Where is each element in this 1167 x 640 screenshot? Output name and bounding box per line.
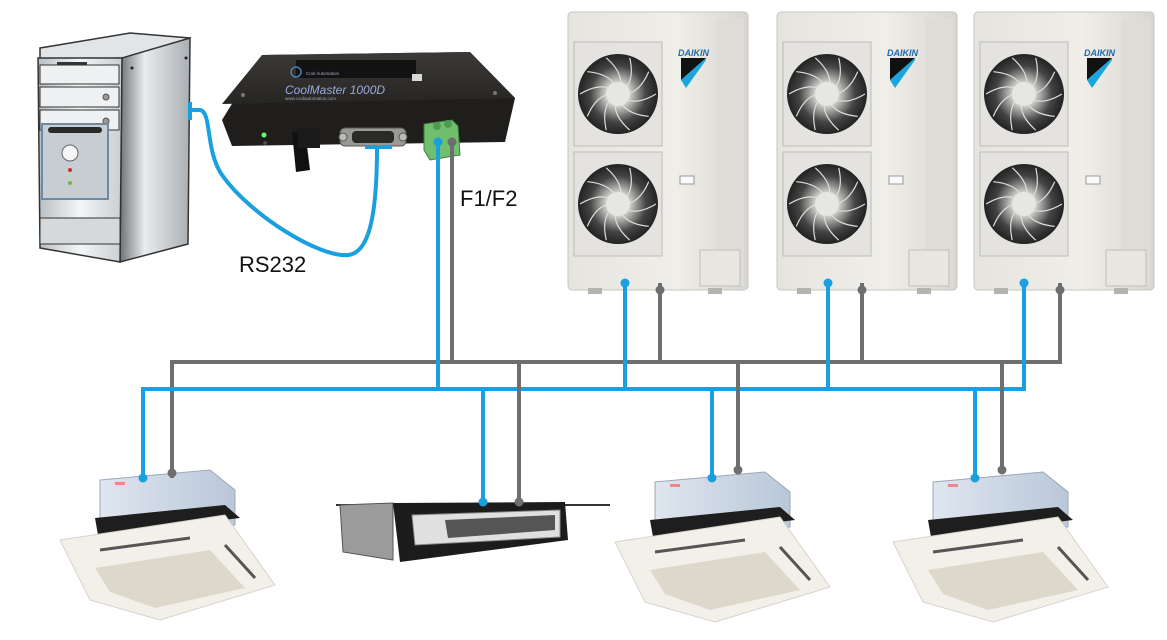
wire-terminal-dot bbox=[857, 285, 867, 295]
daikin-logo: DAIKIN bbox=[1084, 48, 1115, 88]
wire-terminal-dot bbox=[167, 468, 177, 478]
outdoor-unit: DAIKIN bbox=[973, 11, 1155, 294]
wire-terminal-dot bbox=[1019, 278, 1029, 288]
coolmaster-controller: Cool Automation CoolMaster 1000D www.coo… bbox=[222, 52, 515, 172]
outdoor-units: DAIKIN DAIKIN DAIKIN bbox=[567, 11, 1155, 294]
wire-terminal-dot bbox=[970, 473, 980, 483]
daikin-brand-text: DAIKIN bbox=[887, 48, 918, 58]
fan-grille bbox=[782, 151, 872, 257]
wire-terminal-dot bbox=[733, 465, 743, 475]
daikin-brand-text: DAIKIN bbox=[678, 48, 709, 58]
outdoor-unit: DAIKIN bbox=[776, 11, 958, 294]
wire-terminal-dot bbox=[478, 497, 488, 507]
wire-terminal-dot bbox=[997, 465, 1007, 475]
wire-terminal-dot bbox=[655, 285, 665, 295]
handle bbox=[679, 175, 695, 185]
wire-terminal-dot bbox=[620, 278, 630, 288]
service-panel bbox=[1105, 249, 1147, 287]
daikin-brand-text: DAIKIN bbox=[1084, 48, 1115, 58]
controller-brand-small: Cool Automation bbox=[306, 71, 340, 76]
fan-grille bbox=[573, 41, 663, 147]
wiring bbox=[138, 102, 1065, 507]
wire-terminal-dot bbox=[433, 137, 443, 147]
handle bbox=[1085, 175, 1101, 185]
handle bbox=[888, 175, 904, 185]
daikin-logo: DAIKIN bbox=[678, 48, 709, 88]
wire-terminal-dot bbox=[138, 473, 148, 483]
f1f2-label: F1/F2 bbox=[460, 186, 518, 211]
service-panel bbox=[699, 249, 741, 287]
ceiling-cassette-unit bbox=[892, 471, 1109, 623]
wire-terminal-dot bbox=[514, 497, 524, 507]
controller-name: CoolMaster 1000D bbox=[285, 83, 385, 97]
outdoor-unit: DAIKIN bbox=[567, 11, 749, 294]
rs232-label: RS232 bbox=[239, 252, 307, 277]
fan-grille bbox=[782, 41, 872, 147]
wire-terminal-dot bbox=[823, 278, 833, 288]
wire-terminal-dot bbox=[707, 473, 717, 483]
rs232-cable bbox=[188, 102, 392, 258]
ducted-unit bbox=[336, 502, 610, 562]
indoor-units bbox=[59, 469, 1109, 623]
ceiling-cassette-unit bbox=[59, 469, 276, 621]
f2-bus bbox=[170, 283, 1062, 478]
controller-website: www.coolautomation.com bbox=[285, 96, 336, 101]
f1-bus bbox=[141, 283, 1026, 478]
fan-grille bbox=[573, 151, 663, 257]
fan-grille bbox=[979, 151, 1069, 257]
service-panel bbox=[908, 249, 950, 287]
wire-terminal-dot bbox=[1055, 285, 1065, 295]
ceiling-cassette-unit bbox=[614, 471, 831, 623]
wire-terminal-dot bbox=[447, 137, 457, 147]
fan-grille bbox=[979, 41, 1069, 147]
computer-tower bbox=[37, 32, 192, 263]
daikin-logo: DAIKIN bbox=[887, 48, 918, 88]
